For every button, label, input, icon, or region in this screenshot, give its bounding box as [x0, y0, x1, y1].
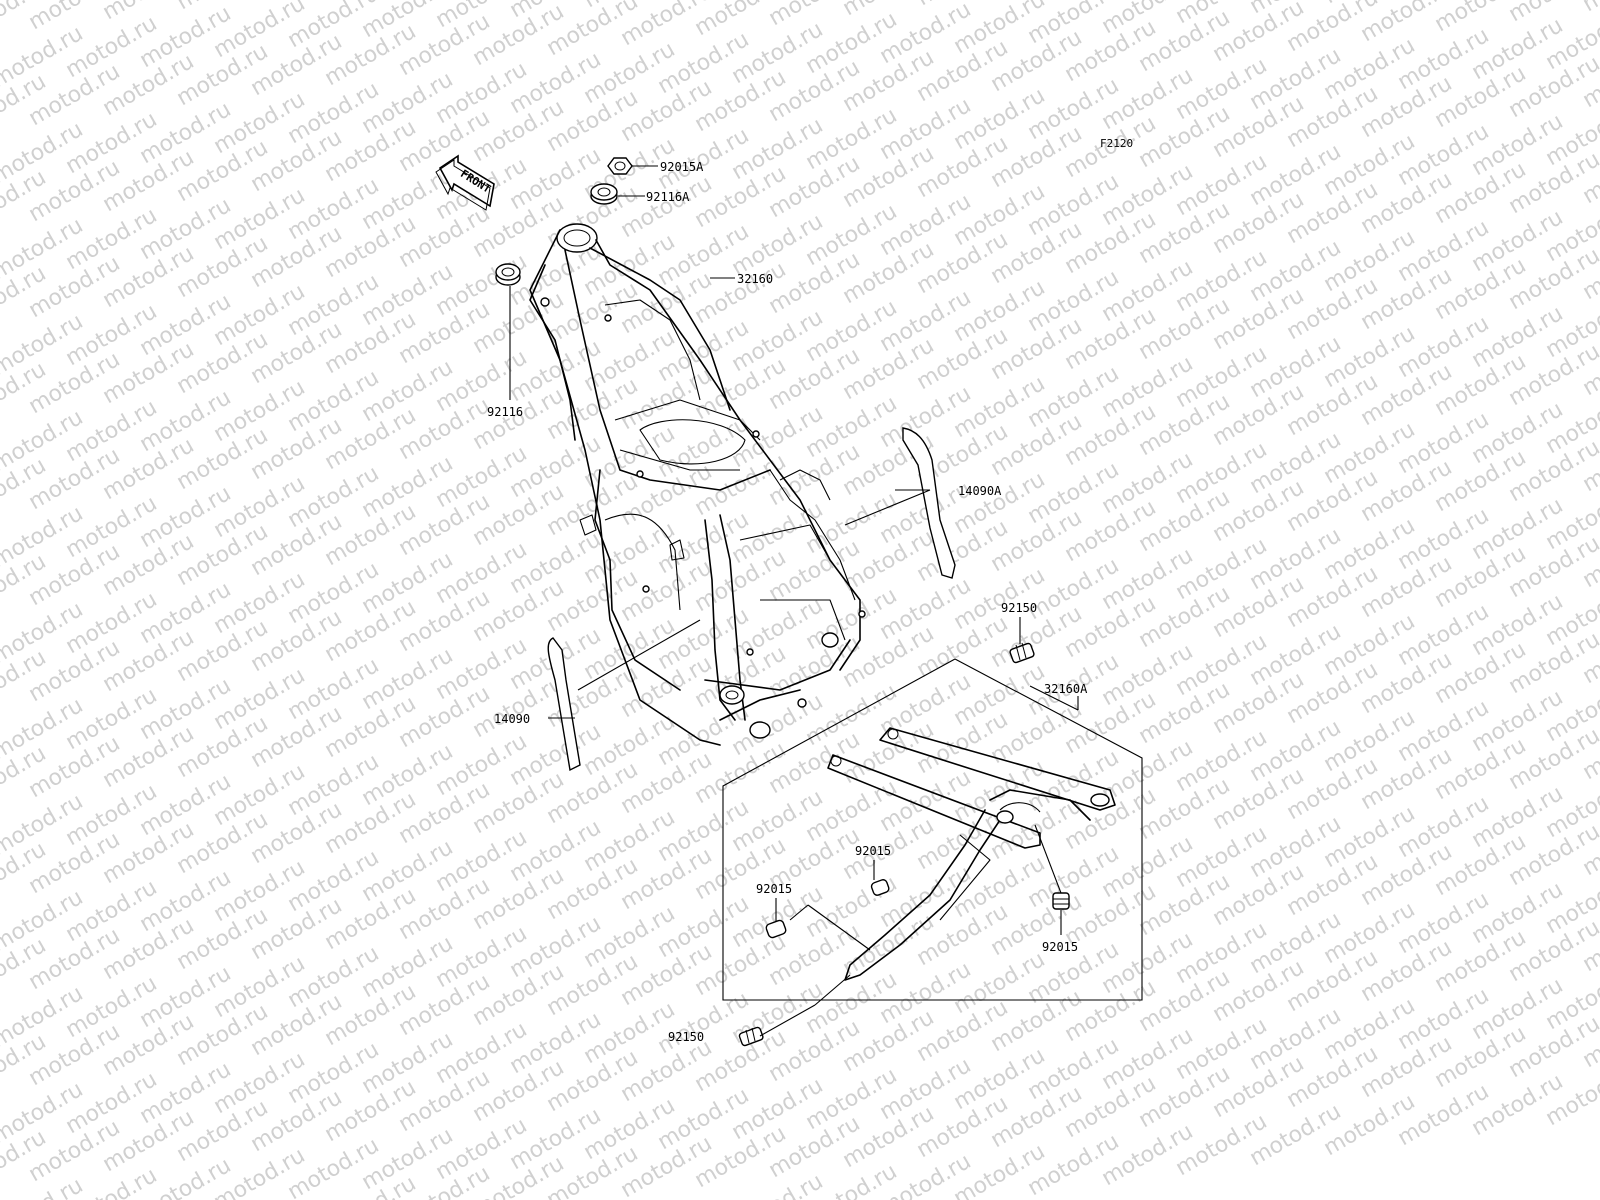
watermark-text: motod.ru — [1579, 0, 1600, 17]
subframe-box — [722, 658, 1143, 1001]
label-guard-left: 14090 — [494, 712, 530, 726]
label-frame: 32160 — [737, 272, 773, 286]
nut-top-part — [607, 157, 633, 175]
bolt-bottom-part — [738, 1026, 764, 1047]
collar-left-part — [765, 919, 787, 939]
label-guard-right: 14090A — [958, 484, 1002, 498]
label-bushing-left: 92116 — [487, 405, 523, 419]
label-bushing-top: 92116A — [646, 190, 690, 204]
bushing-left-part — [495, 263, 521, 286]
label-collar-center: 92015 — [855, 844, 891, 858]
collar-center-part — [870, 879, 890, 896]
label-collar-left: 92015 — [756, 882, 792, 896]
label-subframe: 32160A — [1044, 682, 1088, 696]
label-bolt-bottom: 92150 — [668, 1030, 704, 1044]
label-bolt-top-right: 92150 — [1001, 601, 1037, 615]
label-nut-top: 92015A — [660, 160, 704, 174]
label-collar-right: 92015 — [1042, 940, 1078, 954]
collar-right-part — [1052, 892, 1070, 910]
guard-right-part — [902, 427, 956, 579]
bolt-top-right-part — [1009, 642, 1035, 664]
guard-left-part — [547, 637, 581, 772]
leader-lines — [509, 165, 1079, 1037]
diagram-code: F2120 — [1100, 137, 1133, 150]
main-frame-drawing — [529, 223, 866, 746]
bushing-top-part — [590, 183, 618, 205]
